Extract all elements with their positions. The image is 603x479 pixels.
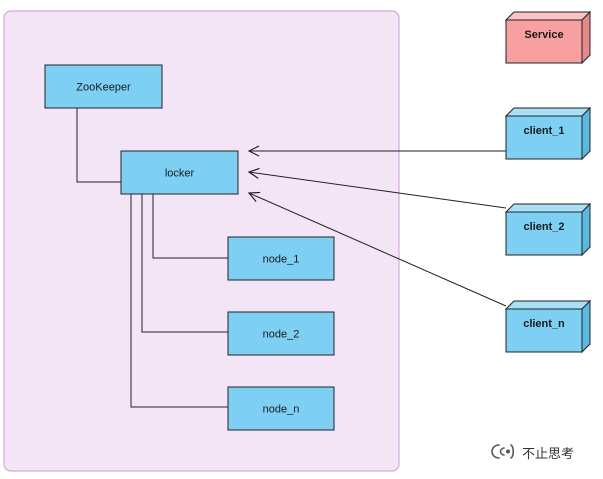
- node-1-label: node_1: [263, 254, 300, 266]
- service-label: Service: [524, 29, 563, 41]
- service-cube: Service: [504, 10, 592, 65]
- zookeeper-box: ZooKeeper: [44, 64, 163, 109]
- watermark-text: 不止思考: [522, 446, 575, 462]
- locker-node-n-connector: [130, 194, 228, 408]
- node-1-box: node_1: [227, 236, 335, 281]
- client-arrows: [249, 151, 507, 307]
- node-2-box: node_2: [227, 311, 335, 356]
- internal-connectors: [76, 108, 228, 408]
- locker-node-1-connector: [152, 194, 228, 259]
- watermark: 不止思考: [490, 441, 574, 463]
- client-2-label: client_2: [524, 221, 565, 233]
- client-2-cube: client_2: [504, 202, 592, 257]
- client-n-cube: client_n: [504, 299, 592, 354]
- node-2-label: node_2: [263, 329, 300, 341]
- client-2-to-locker-arrow: [249, 172, 507, 209]
- node-n-label: node_n: [263, 404, 300, 416]
- system-boundary-panel: [3, 10, 400, 472]
- client-n-to-locker-arrow: [249, 193, 507, 307]
- locker-label: locker: [165, 168, 195, 180]
- client-n-label: client_n: [523, 318, 565, 330]
- zookeeper-label: ZooKeeper: [76, 82, 131, 94]
- node-n-box: node_n: [227, 386, 335, 431]
- wechat-official-account-icon: [491, 444, 515, 459]
- client-1-cube: client_1: [504, 106, 592, 161]
- locker-node-2-connector: [141, 194, 228, 333]
- zookeeper-locker-connector: [76, 108, 121, 183]
- locker-box: locker: [120, 150, 239, 195]
- client-1-label: client_1: [524, 125, 565, 137]
